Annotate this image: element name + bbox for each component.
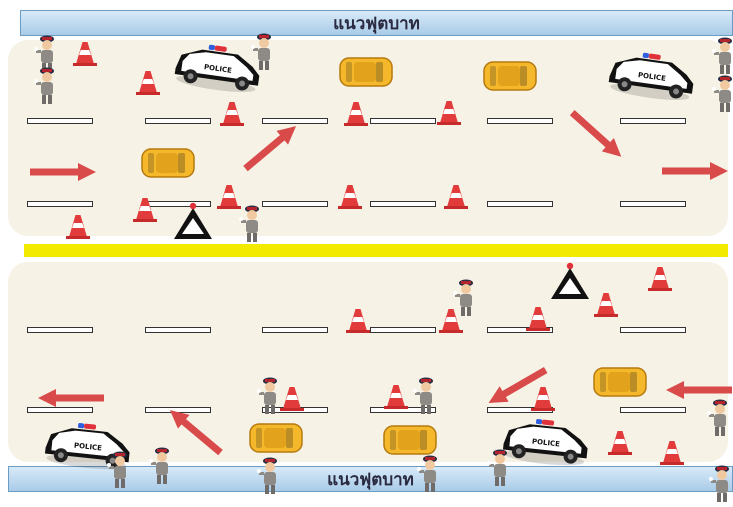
traffic-officer-icon bbox=[239, 206, 259, 243]
traffic-cone-icon bbox=[526, 307, 550, 331]
traffic-cone-icon bbox=[594, 293, 618, 317]
direction-arrow-icon bbox=[566, 106, 627, 164]
traffic-officer-icon bbox=[149, 448, 169, 485]
traffic-cone-icon bbox=[660, 441, 684, 465]
police-car-icon: POLICE bbox=[173, 40, 262, 95]
yellow-car-icon bbox=[594, 368, 646, 396]
traffic-cone-icon bbox=[338, 185, 362, 209]
warning-triangle-icon bbox=[551, 263, 589, 299]
yellow-car-icon bbox=[142, 149, 194, 177]
direction-arrow-icon bbox=[666, 381, 732, 399]
traffic-officer-icon bbox=[417, 456, 437, 493]
traffic-cone-icon bbox=[133, 198, 157, 222]
traffic-cone-icon bbox=[346, 309, 370, 333]
traffic-cone-icon bbox=[73, 42, 97, 66]
traffic-officer-icon bbox=[707, 400, 727, 437]
direction-arrow-icon bbox=[38, 389, 104, 407]
traffic-officer-icon bbox=[34, 36, 54, 73]
traffic-officer-icon bbox=[34, 68, 54, 105]
traffic-cone-icon bbox=[648, 267, 672, 291]
traffic-cone-icon bbox=[66, 215, 90, 239]
police-car-icon: POLICE bbox=[607, 48, 696, 103]
traffic-cone-icon bbox=[439, 309, 463, 333]
traffic-cone-icon bbox=[344, 102, 368, 126]
police-car-icon: POLICE bbox=[502, 416, 590, 469]
traffic-cone-icon bbox=[136, 71, 160, 95]
traffic-cone-icon bbox=[384, 385, 408, 409]
traffic-officer-icon bbox=[413, 378, 433, 415]
traffic-officer-icon bbox=[487, 450, 507, 487]
direction-arrow-icon bbox=[30, 163, 96, 181]
traffic-cone-icon bbox=[437, 101, 461, 125]
yellow-car-icon bbox=[250, 424, 302, 452]
traffic-cone-icon bbox=[608, 431, 632, 455]
traffic-officer-icon bbox=[257, 378, 277, 415]
direction-arrow-icon bbox=[240, 119, 302, 175]
traffic-cone-icon bbox=[280, 387, 304, 411]
traffic-cone-icon bbox=[217, 185, 241, 209]
warning-triangle-icon bbox=[174, 203, 212, 239]
traffic-officer-icon bbox=[257, 458, 277, 495]
direction-arrow-icon bbox=[662, 162, 728, 180]
direction-arrow-icon bbox=[164, 403, 226, 459]
yellow-car-icon bbox=[340, 58, 392, 86]
traffic-officer-icon bbox=[712, 38, 732, 75]
traffic-officer-icon bbox=[453, 280, 473, 317]
traffic-officer-icon bbox=[709, 466, 729, 503]
traffic-officer-icon bbox=[712, 76, 732, 113]
traffic-cone-icon bbox=[531, 387, 555, 411]
traffic-cone-icon bbox=[220, 102, 244, 126]
yellow-car-icon bbox=[484, 62, 536, 90]
traffic-cone-icon bbox=[444, 185, 468, 209]
traffic-officer-icon bbox=[251, 34, 271, 71]
yellow-car-icon bbox=[384, 426, 436, 454]
